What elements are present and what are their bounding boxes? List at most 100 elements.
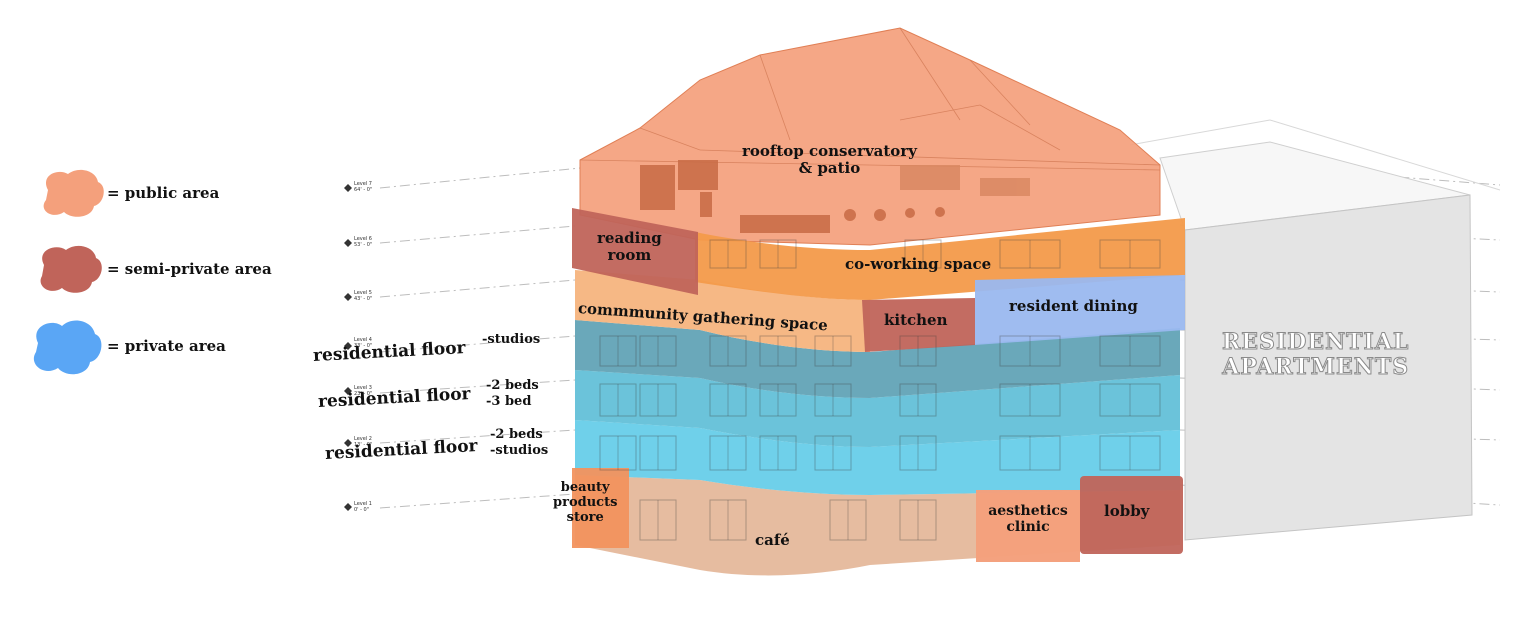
resident-dining-area xyxy=(975,275,1185,345)
legend-swatches xyxy=(33,169,104,375)
window xyxy=(709,499,747,541)
reading-room-area xyxy=(572,208,698,295)
unit-type: -2 beds xyxy=(486,378,539,393)
level-marker-glyph xyxy=(344,239,352,247)
level-6-name: Level 6 xyxy=(354,236,372,242)
window xyxy=(904,239,942,269)
level-5-name: Level 5 xyxy=(354,290,372,296)
reading-room-line1: reading xyxy=(597,229,662,247)
level-4-band xyxy=(575,320,1180,398)
residential-floor-4-units: -studios xyxy=(482,332,540,348)
level-markers xyxy=(344,184,352,511)
rooftop-furniture xyxy=(640,160,1030,233)
beauty-line3: store xyxy=(566,509,604,525)
neighbor-building xyxy=(1129,119,1501,541)
window xyxy=(814,383,852,417)
window xyxy=(1099,435,1161,471)
apartments-line1: RESIDENTIAL xyxy=(1221,329,1410,355)
rooftop-roof xyxy=(579,27,1161,246)
level-1-elev: 0' - 0" xyxy=(354,506,370,513)
facade-windows xyxy=(599,239,1161,541)
community-band xyxy=(575,270,870,352)
legend-swatch-semi-private xyxy=(40,245,102,293)
kitchen-area xyxy=(862,298,975,352)
window xyxy=(899,335,937,367)
window xyxy=(759,435,797,471)
level-2-name: Level 2 xyxy=(354,436,372,442)
apartments-line2: APARTMENTS xyxy=(1222,354,1410,381)
level-6-elev: 53' - 0" xyxy=(354,241,373,248)
level-marker-glyph xyxy=(344,503,352,511)
level-marker-glyph xyxy=(344,439,352,447)
rooftop-label-line2: & patio xyxy=(798,159,861,178)
window xyxy=(829,499,867,541)
rooftop-label: rooftop conservatory& patio xyxy=(742,142,917,178)
rooftop-label-line1: rooftop conservatory xyxy=(742,142,917,160)
level-marker-glyph xyxy=(344,387,352,395)
window xyxy=(759,335,797,367)
window xyxy=(709,239,747,269)
level-marker-glyph xyxy=(344,293,352,301)
window xyxy=(709,383,747,417)
window xyxy=(999,383,1061,417)
window xyxy=(599,435,637,471)
aesthetics-line2: clinic xyxy=(1006,519,1050,536)
window xyxy=(1099,239,1161,269)
level-marker-glyph xyxy=(344,342,352,350)
coworking-label: co-working space xyxy=(845,255,992,273)
reading-room-line2: room xyxy=(607,246,652,265)
level-7-name: Level 7 xyxy=(354,181,372,187)
level-marker-glyph xyxy=(344,184,352,192)
legend-label-private: = private area xyxy=(107,337,226,355)
legend-label-public: = public area xyxy=(107,184,220,202)
cafe-label: café xyxy=(755,531,790,549)
aesthetics-clinic-area xyxy=(976,490,1080,562)
window xyxy=(639,435,677,471)
unit-type: -3 bed xyxy=(486,394,532,410)
level-3-name: Level 3 xyxy=(354,385,372,391)
level-2-elev: 13' - 0" xyxy=(354,441,373,448)
aesthetics-line1: aesthetics xyxy=(988,503,1068,519)
residential-floor-3-units: -2 beds-3 bed xyxy=(486,378,539,411)
beauty-line1: beauty xyxy=(560,480,610,495)
level-3-elev: 23' - 0" xyxy=(354,390,373,397)
window xyxy=(1099,383,1161,417)
window xyxy=(814,335,852,367)
legend-swatch-public xyxy=(43,169,104,217)
window xyxy=(999,335,1061,367)
unit-type: -2 beds xyxy=(490,427,543,442)
window xyxy=(759,239,797,269)
beauty-store-area xyxy=(572,468,629,548)
window xyxy=(599,383,637,417)
window xyxy=(639,383,677,417)
residential-floor-2-units: -2 beds-studios xyxy=(490,427,548,460)
neighbor-facade xyxy=(1184,194,1473,541)
window xyxy=(999,435,1061,471)
rooftop-conservatory xyxy=(579,27,1161,246)
window xyxy=(599,335,637,367)
level-5-elev: 43' - 0" xyxy=(354,295,373,302)
legend-label-semi-private: = semi-private area xyxy=(107,260,272,278)
window xyxy=(709,335,747,367)
level-7-elev: 64' - 0" xyxy=(354,186,373,193)
window xyxy=(999,239,1061,269)
level-2-band xyxy=(575,420,1180,495)
window xyxy=(1099,335,1161,367)
window xyxy=(639,335,677,367)
unit-type: -studios xyxy=(482,332,541,347)
legend-swatch-private xyxy=(33,320,102,375)
level-4-elev: 33' - 0" xyxy=(354,342,373,349)
window xyxy=(709,435,747,471)
resident-dining-label: resident dining xyxy=(1009,297,1138,315)
